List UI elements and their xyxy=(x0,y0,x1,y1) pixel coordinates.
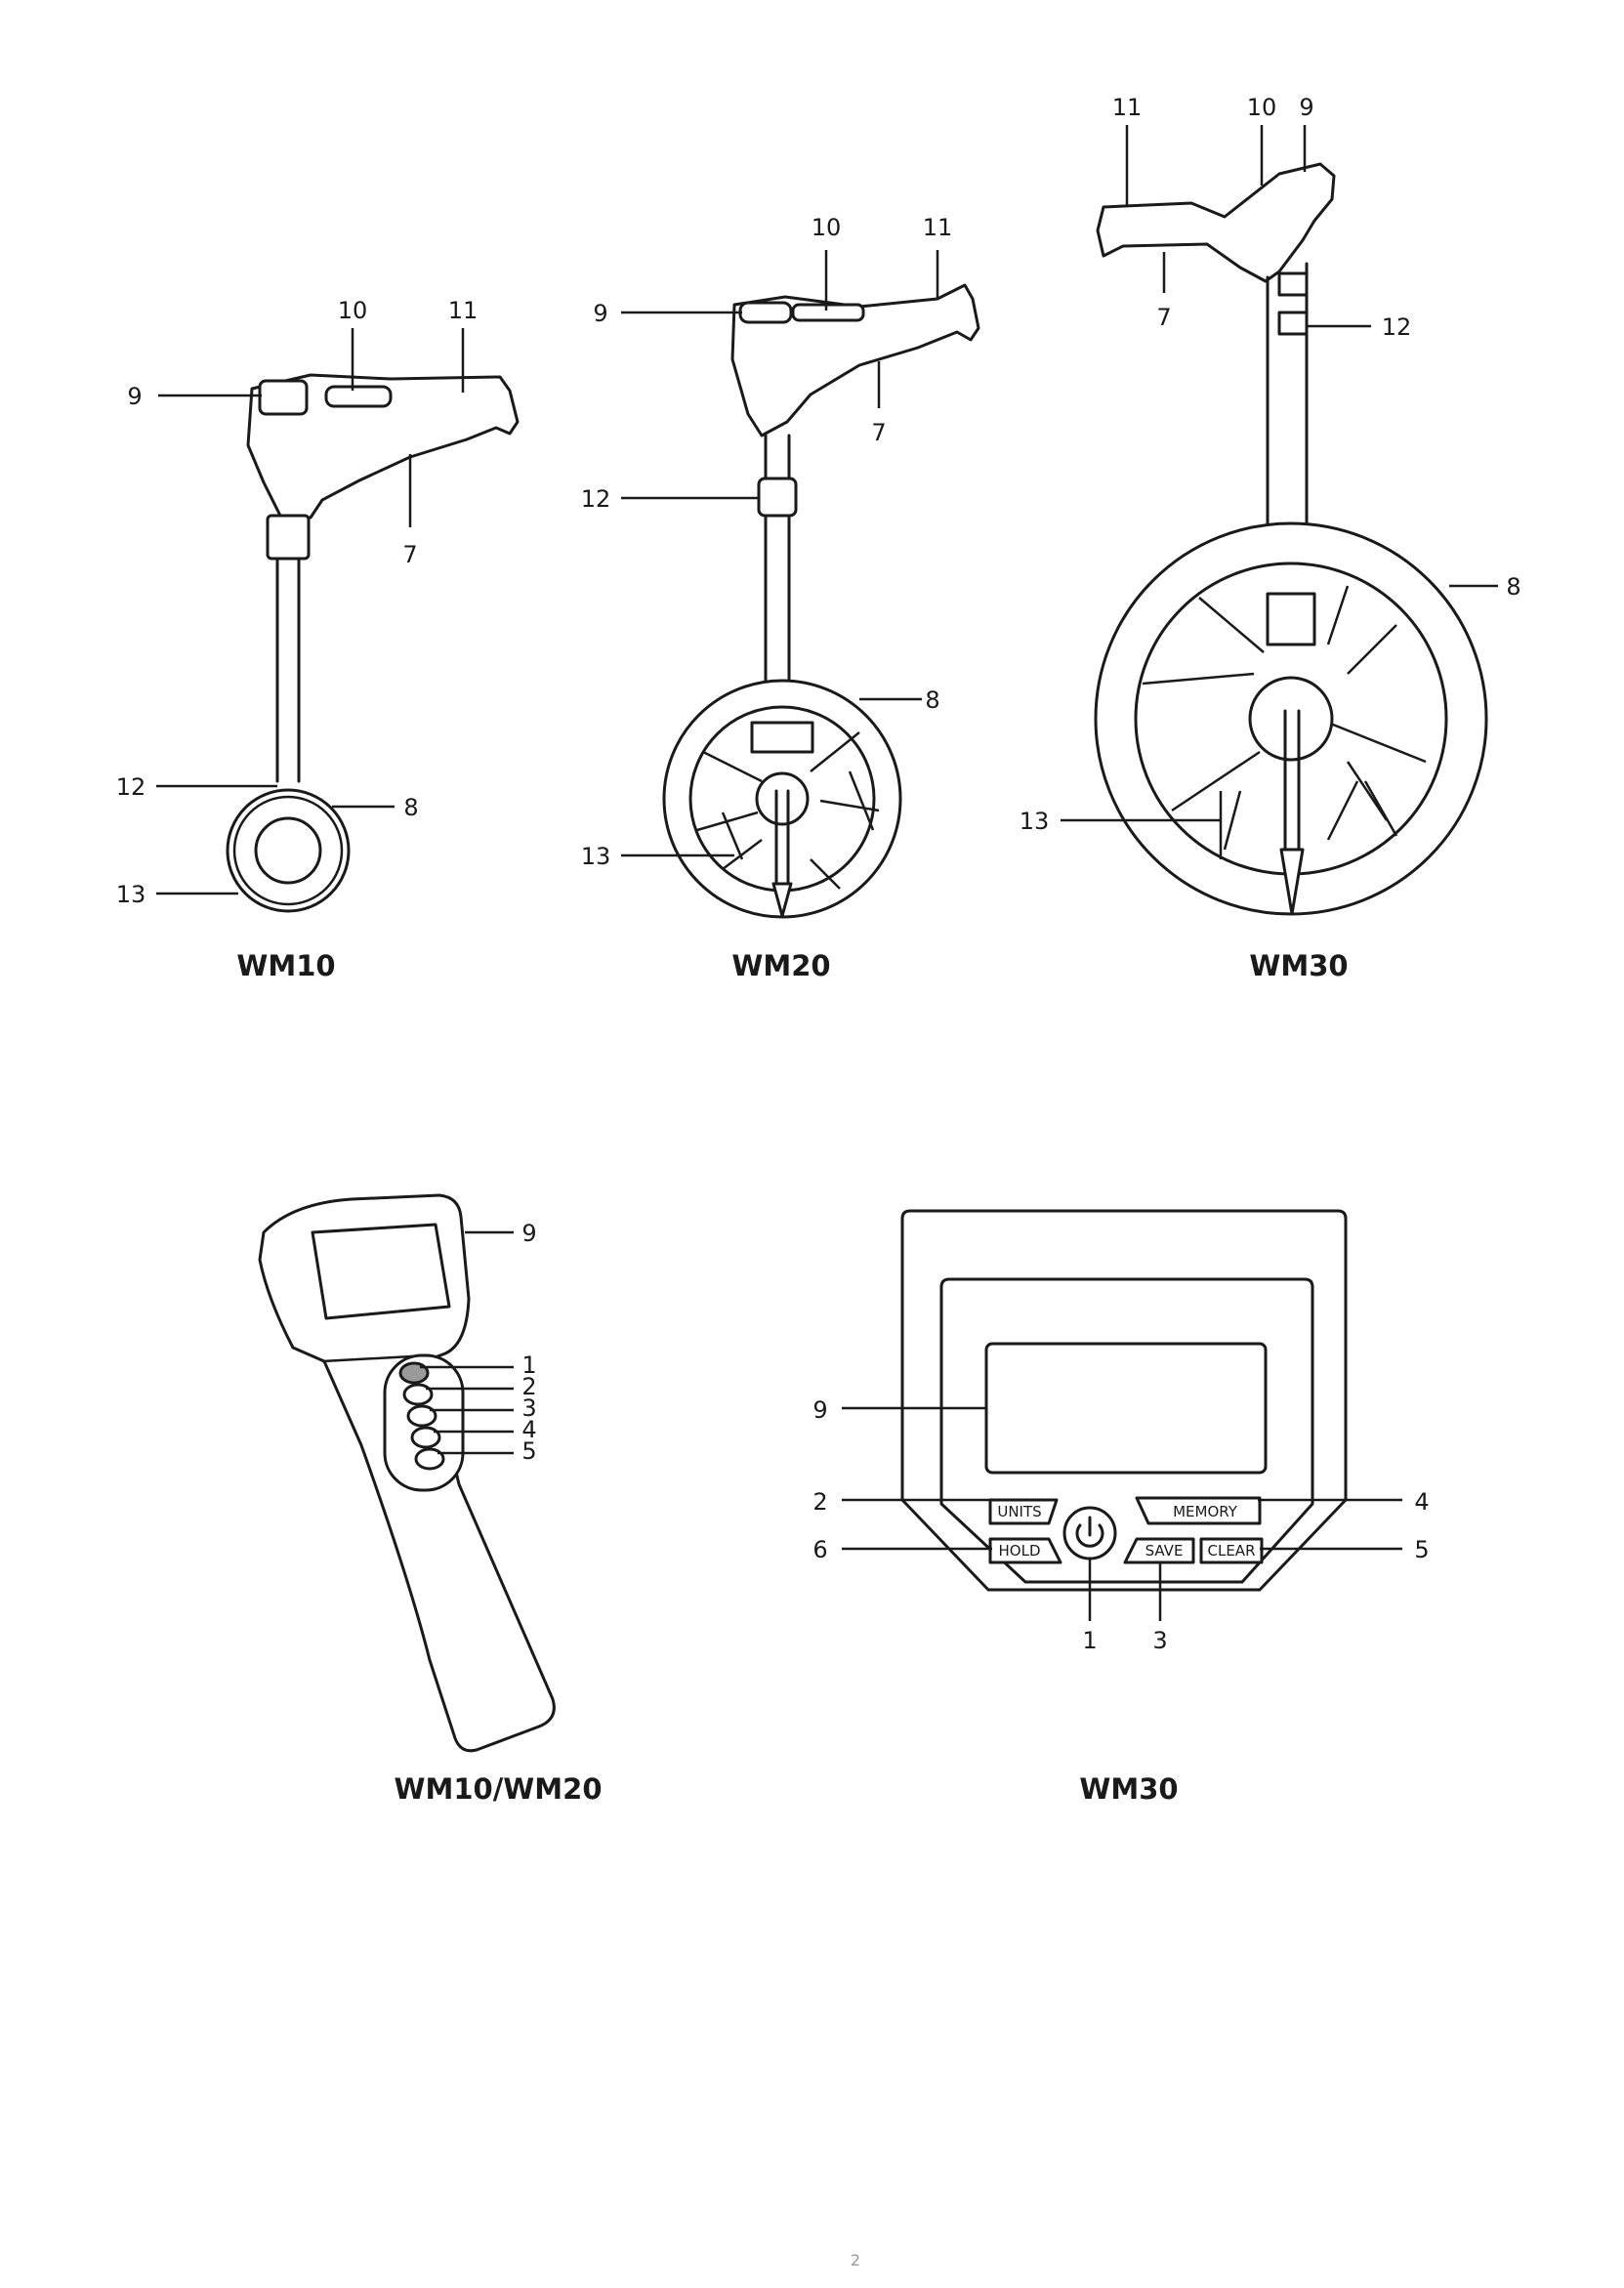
wm20-callout-8: 8 xyxy=(925,686,939,714)
panel-drawing xyxy=(902,1211,1346,1590)
handheld-callout-9: 9 xyxy=(521,1220,536,1247)
memory-label: MEMORY xyxy=(1173,1503,1238,1520)
wm10-callout-11: 11 xyxy=(448,297,479,324)
panel-callout-4: 4 xyxy=(1414,1488,1429,1516)
wm20-device-drawing xyxy=(664,285,979,917)
wm20-callout-7: 7 xyxy=(871,419,886,446)
wm20-callout-12: 12 xyxy=(581,485,611,513)
panel-callout-5: 5 xyxy=(1414,1536,1429,1563)
units-label: UNITS xyxy=(997,1503,1041,1520)
wm30-callout-9: 9 xyxy=(1299,94,1313,121)
wm10-callout-8: 8 xyxy=(403,794,418,821)
wm10-callout-13: 13 xyxy=(116,881,146,908)
clear-label: CLEAR xyxy=(1208,1542,1256,1560)
handheld-callout-5: 5 xyxy=(521,1437,536,1465)
panel-callout-3: 3 xyxy=(1152,1627,1167,1654)
wm30-device-drawing xyxy=(1096,164,1486,914)
wm20-callout-10: 10 xyxy=(812,214,842,241)
panel-callout-2: 2 xyxy=(812,1488,827,1516)
figure-handheld-controls: 9 1 2 3 4 5 WM10/WM20 xyxy=(260,1195,603,1806)
handheld-drawing xyxy=(260,1195,554,1751)
wm10-caption: WM10 xyxy=(236,949,335,982)
handheld-caption: WM10/WM20 xyxy=(395,1772,603,1806)
figure-wm20: 9 10 11 7 12 8 13 WM20 xyxy=(581,214,979,982)
figure-wm30-panel: UNITS HOLD MEMORY SAVE CLEAR 9 2 6 4 5 1… xyxy=(812,1211,1429,1806)
wm20-callout-9: 9 xyxy=(593,300,607,327)
wm10-callout-12: 12 xyxy=(116,773,146,801)
wm30-callout-12: 12 xyxy=(1382,313,1412,341)
wm20-callout-11: 11 xyxy=(923,214,953,241)
wm30-callout-10: 10 xyxy=(1247,94,1277,121)
panel-caption: WM30 xyxy=(1079,1772,1178,1806)
figure-wm30: 11 10 9 7 12 8 13 WM30 xyxy=(1020,94,1521,982)
wm10-device-drawing xyxy=(228,375,518,911)
wm10-callout-10: 10 xyxy=(338,297,368,324)
panel-callout-6: 6 xyxy=(812,1536,827,1563)
hold-label: HOLD xyxy=(999,1542,1041,1560)
wm20-callout-13: 13 xyxy=(581,843,611,870)
wm10-callout-7: 7 xyxy=(402,541,417,568)
panel-callout-9: 9 xyxy=(812,1396,827,1424)
wm30-callout-7: 7 xyxy=(1156,304,1171,331)
page-number: 2 xyxy=(851,2251,860,2269)
save-label: SAVE xyxy=(1145,1542,1184,1560)
panel-callout-1: 1 xyxy=(1082,1627,1097,1654)
wm30-callout-11: 11 xyxy=(1112,94,1143,121)
wm30-callout-8: 8 xyxy=(1506,573,1520,601)
wm30-caption: WM30 xyxy=(1249,949,1348,982)
wm10-callout-9: 9 xyxy=(127,383,142,410)
wm30-callout-13: 13 xyxy=(1020,808,1050,835)
wm20-caption: WM20 xyxy=(731,949,830,982)
figure-wm10: 9 10 11 7 12 8 13 WM10 xyxy=(116,297,518,982)
